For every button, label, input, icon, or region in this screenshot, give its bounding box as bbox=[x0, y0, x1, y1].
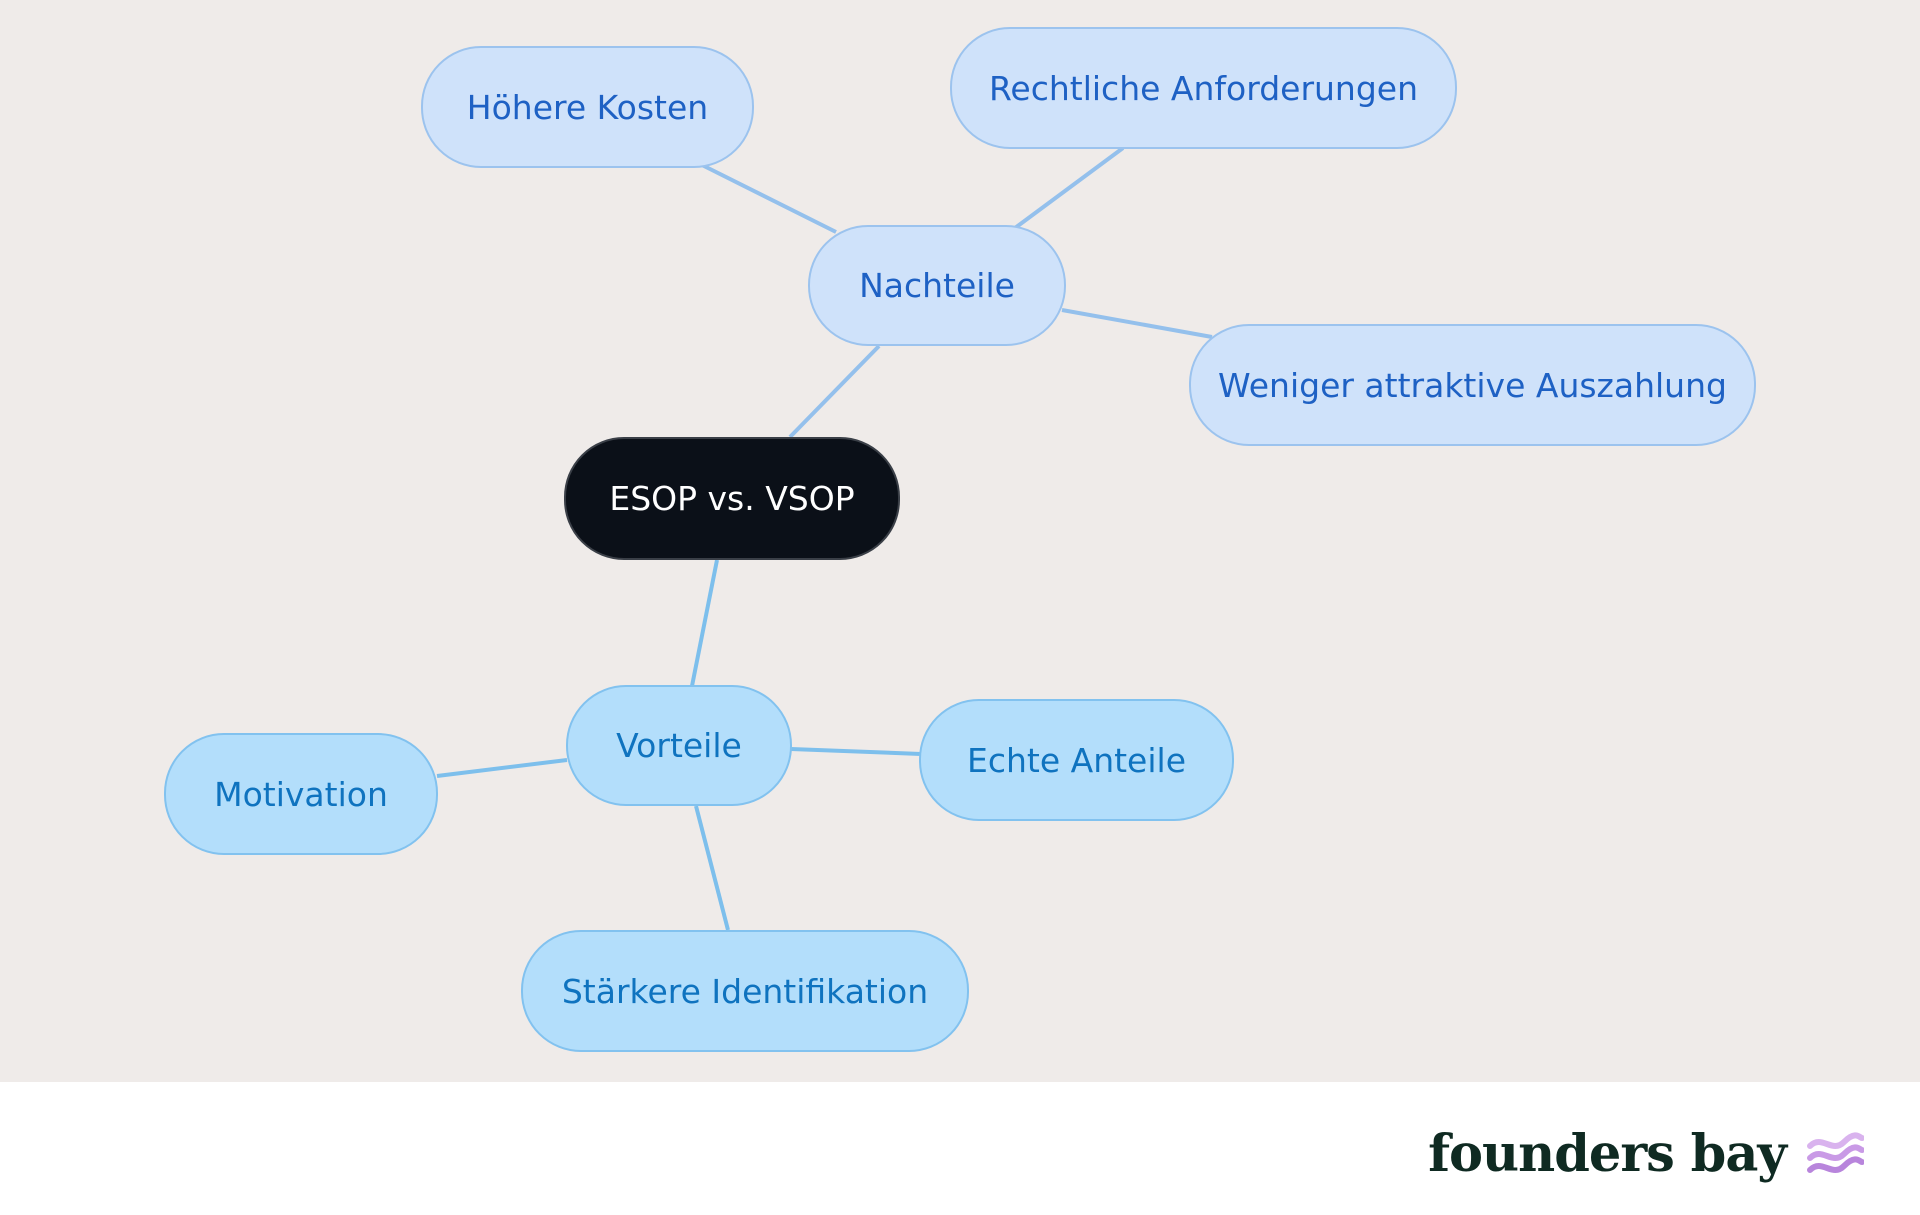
edge-nachteile-weniger-attraktive-auszahlung bbox=[1061, 308, 1213, 339]
brand-name: founders bay bbox=[1428, 1124, 1787, 1184]
node-rechtliche-anforderungen[interactable]: Rechtliche Anforderungen bbox=[950, 27, 1457, 149]
edge-nachteile-rechtliche-anforderungen bbox=[1013, 146, 1125, 230]
edge-nachteile-hoehere-kosten bbox=[699, 162, 837, 234]
mindmap-edges bbox=[436, 146, 1213, 931]
edge-vorteile-echte-anteile bbox=[790, 747, 922, 756]
wave-logo-icon bbox=[1807, 1132, 1864, 1173]
node-motivation[interactable]: Motivation bbox=[164, 733, 438, 855]
edge-root-vorteile bbox=[690, 559, 719, 687]
node-nachteile[interactable]: Nachteile bbox=[808, 225, 1066, 346]
node-vorteile[interactable]: Vorteile bbox=[566, 685, 792, 806]
root-node[interactable]: ESOP vs. VSOP bbox=[564, 437, 900, 560]
footer: founders bay bbox=[0, 1082, 1920, 1215]
edge-vorteile-motivation bbox=[436, 758, 568, 778]
brand-logo[interactable]: founders bay bbox=[1428, 1124, 1864, 1184]
node-hoehere-kosten[interactable]: Höhere Kosten bbox=[421, 46, 754, 168]
node-echte-anteile[interactable]: Echte Anteile bbox=[919, 699, 1234, 821]
node-weniger-attraktive-auszahlung[interactable]: Weniger attraktive Auszahlung bbox=[1189, 324, 1756, 446]
edge-root-nachteile bbox=[788, 344, 881, 439]
node-staerkere-identifikation[interactable]: Stärkere Identifikation bbox=[521, 930, 969, 1052]
mindmap-canvas: ESOP vs. VSOP Nachteile Höhere Kosten Re… bbox=[0, 0, 1920, 1082]
edge-vorteile-staerkere-identifikation bbox=[694, 805, 730, 931]
